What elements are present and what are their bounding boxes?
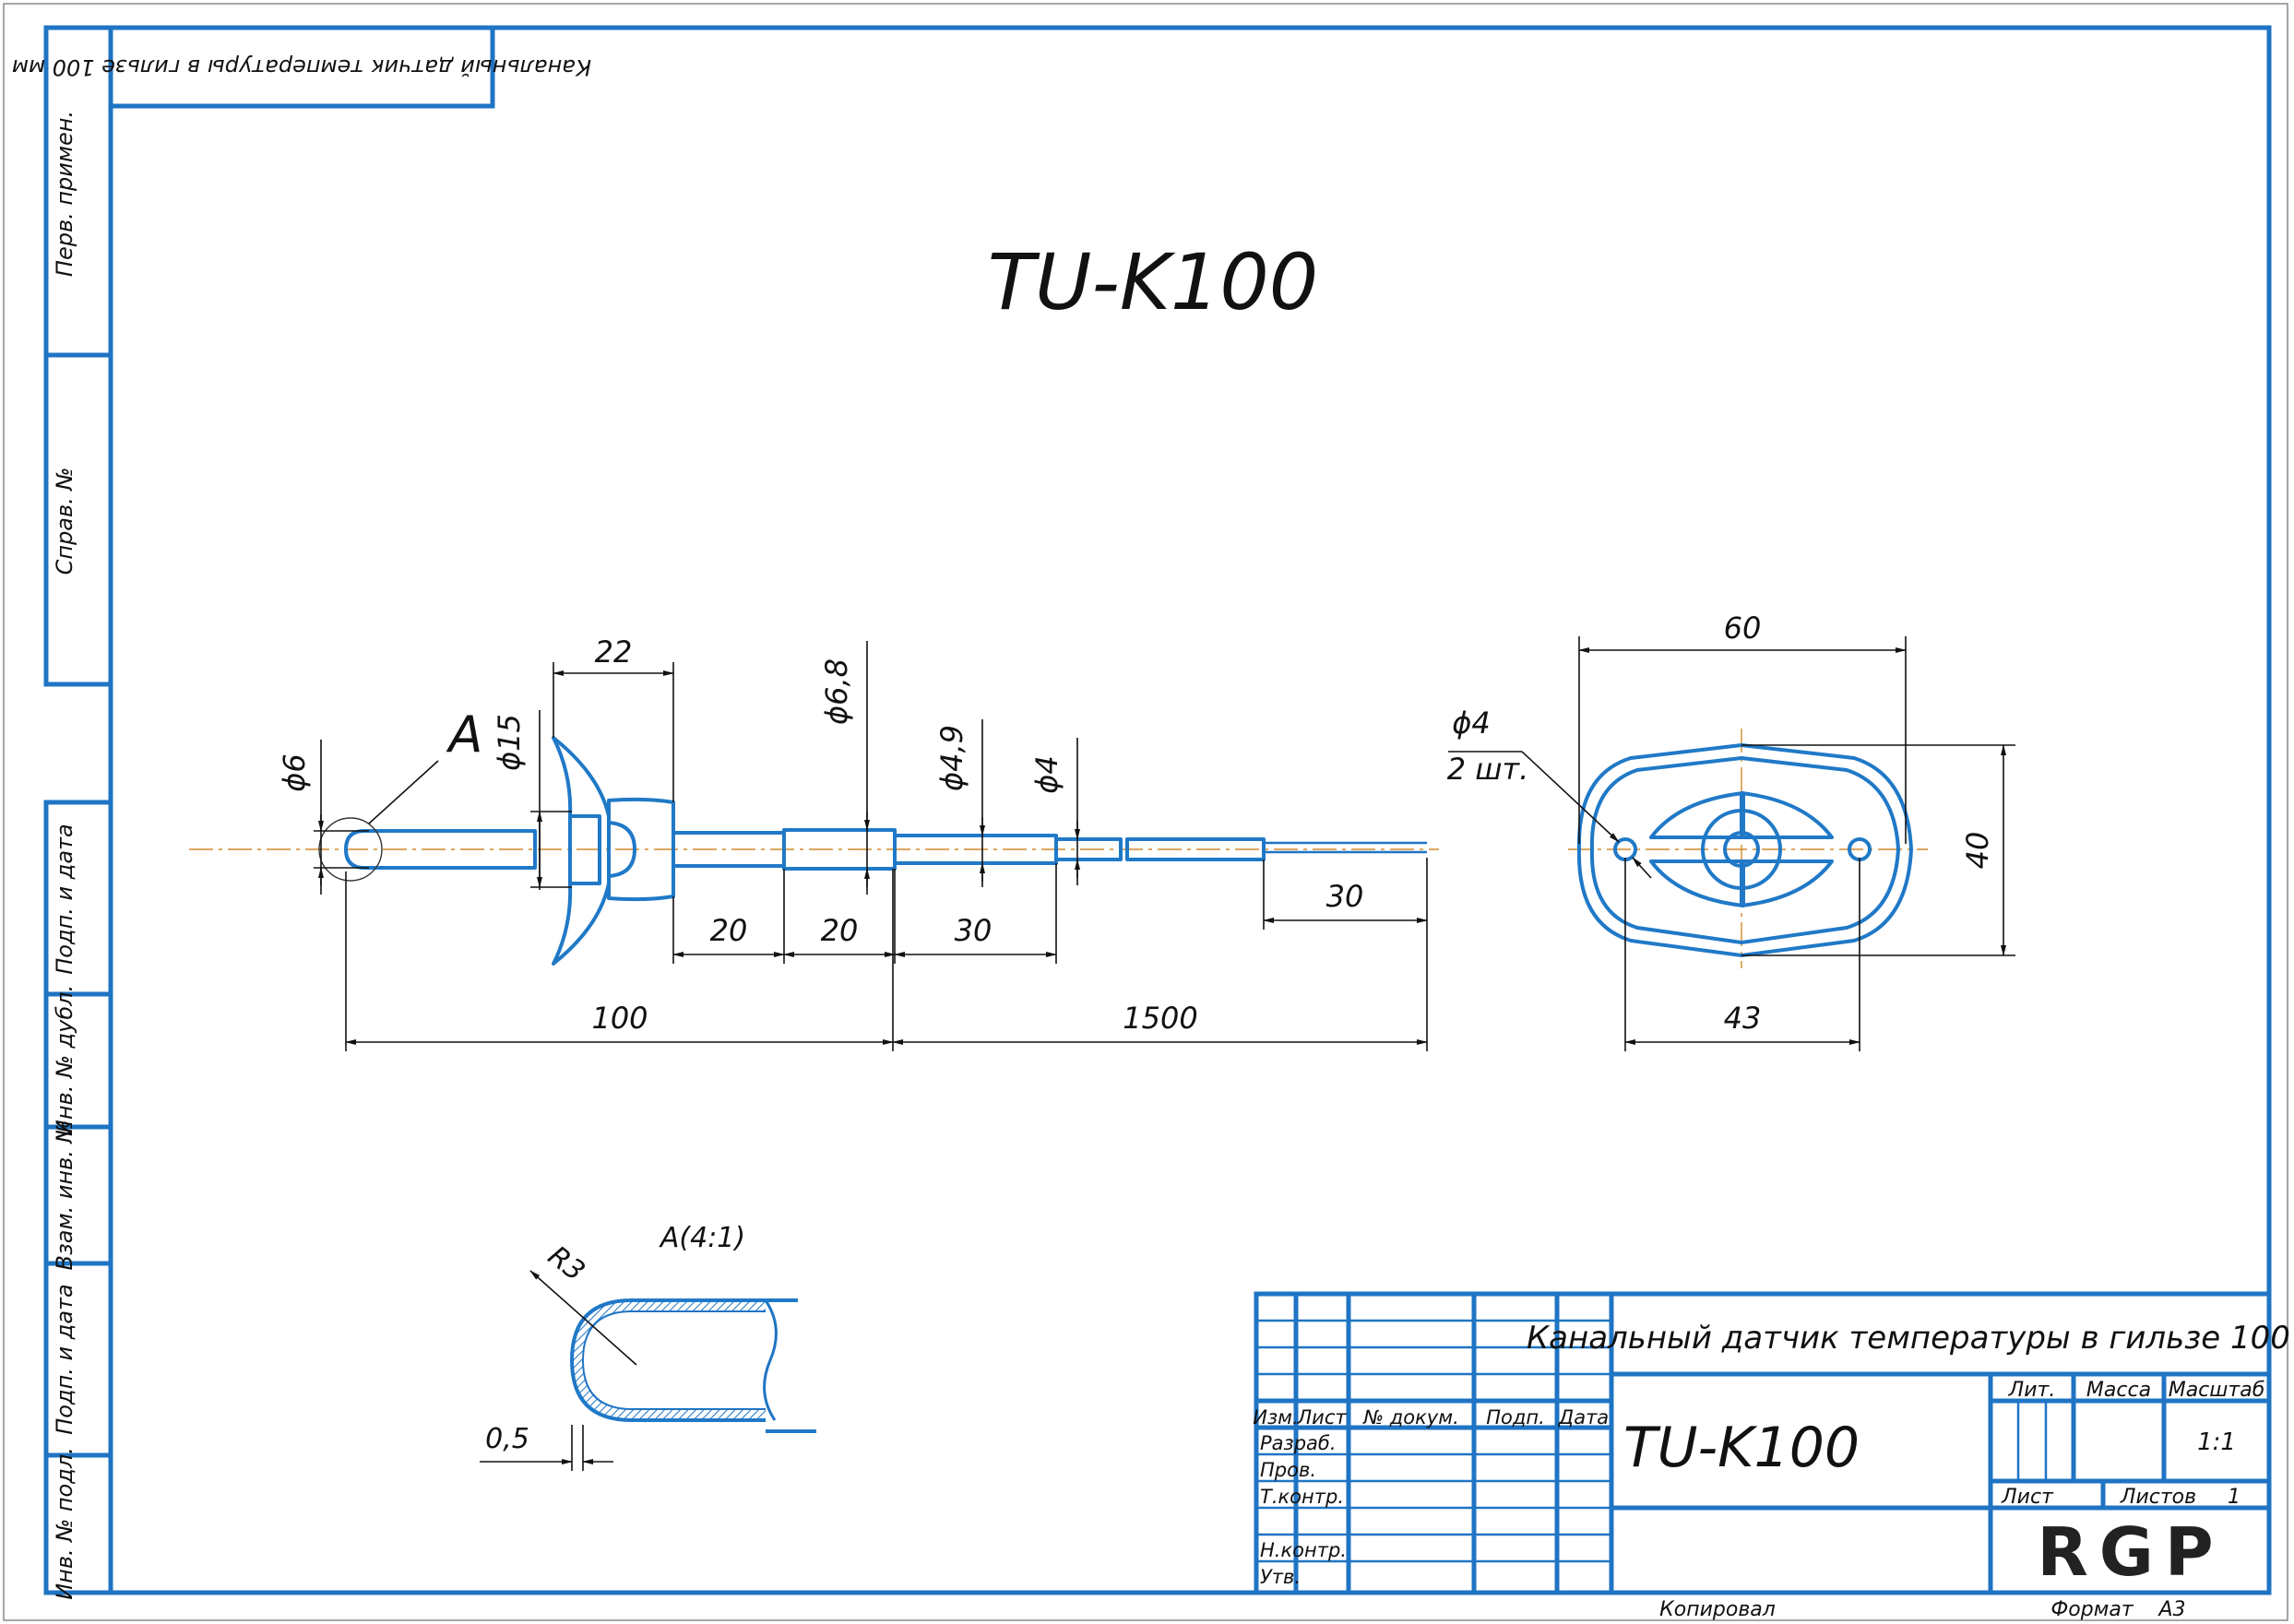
dim-phi6: ϕ6 xyxy=(277,753,312,791)
tb-role-razrab: Разраб. xyxy=(1260,1432,1337,1454)
dim-40: 40 xyxy=(1960,832,1995,870)
tb-role-prov: Пров. xyxy=(1260,1459,1316,1481)
left-side-strip: Перв. примен. Справ. № Подп. и дата Инв.… xyxy=(43,25,113,1600)
tb-header-data: Дата xyxy=(1558,1406,1609,1428)
dim-43: 43 xyxy=(1724,1001,1762,1036)
tb-header-izm: Изм. xyxy=(1253,1406,1298,1428)
dim-20-a: 20 xyxy=(710,913,748,948)
side-label-vzam-inv: Взам. инв. № xyxy=(52,1120,77,1271)
tb-header-massa: Масса xyxy=(2086,1379,2151,1402)
flange-outline-inner xyxy=(1589,756,1900,944)
tb-role-nkontr: Н.контр. xyxy=(1260,1539,1347,1561)
detail-radius-label: R3 xyxy=(541,1239,590,1287)
dim-hole-count: 2 шт. xyxy=(1447,752,1529,787)
shaft-segment-4 xyxy=(1054,837,1123,861)
dim-22: 22 xyxy=(595,634,633,670)
detail-title: A(4:1) xyxy=(659,1222,745,1254)
dim-1500: 1500 xyxy=(1123,1001,1197,1036)
footer-format-label: Формат xyxy=(2050,1598,2134,1621)
dim-phi4-9: ϕ4,9 xyxy=(934,725,969,791)
detail-a-circle xyxy=(318,817,383,882)
detail-inner-wall xyxy=(581,1310,766,1410)
tb-header-list: Лист xyxy=(1296,1406,1347,1428)
tb-header-masshtab: Масштаб xyxy=(2169,1379,2265,1402)
side-label-inv-podl: Инв. № подл. xyxy=(52,1447,77,1600)
mirrored-stamp-box: Канальный датчик температуры в гильзе 10… xyxy=(12,25,591,109)
flange-center-boss xyxy=(1701,809,1782,890)
tb-sheets-label: Листов xyxy=(2120,1486,2196,1509)
tb-header-doc: № докум. xyxy=(1362,1406,1459,1428)
detail-section-hatch xyxy=(572,1300,766,1420)
dim-20-b: 20 xyxy=(821,913,859,948)
tb-product-name: Канальный датчик температуры в гильзе 10… xyxy=(1527,1320,2294,1357)
dim-phi4-front: ϕ4 xyxy=(1029,755,1064,793)
tb-role-utv: Утв. xyxy=(1260,1566,1301,1588)
flange-lower-window xyxy=(1649,859,1834,907)
tb-sheet-label: Лист xyxy=(2001,1486,2054,1509)
detail-outer-wall xyxy=(570,1298,798,1422)
detail-break-line xyxy=(763,1299,778,1421)
footer-format-value: А3 xyxy=(2157,1598,2185,1621)
tb-header-lit: Лит. xyxy=(2008,1379,2056,1402)
tb-sheets-count: 1 xyxy=(2228,1486,2241,1509)
detail-a-marker: A xyxy=(446,705,483,764)
dim-60: 60 xyxy=(1724,610,1762,646)
side-label-podp-data-2: Подп. и дата xyxy=(52,1284,77,1435)
side-label-inv-dubl: Инв. № дубл. xyxy=(52,985,77,1136)
flange-cup xyxy=(552,736,611,966)
dim-30-a: 30 xyxy=(955,913,992,948)
tb-designation: TU-K100 xyxy=(1623,1416,1860,1480)
mirrored-stamp-text: Канальный датчик температуры в гильзе 10… xyxy=(12,54,591,80)
flange-upper-window xyxy=(1649,791,1834,839)
side-label-sprav: Справ. № xyxy=(52,468,77,575)
dim-phi6-8: ϕ6,8 xyxy=(819,658,854,725)
front-view: A ϕ6 ϕ15 22 ϕ6,8 ϕ4,9 ϕ4 xyxy=(189,634,1439,1051)
detail-view-a: A(4:1) R3 0,5 xyxy=(480,1222,816,1471)
tb-scale: 1:1 xyxy=(2197,1428,2236,1456)
cable xyxy=(1125,837,1266,861)
dim-100: 100 xyxy=(591,1001,648,1036)
tb-role-tkontr: Т.контр. xyxy=(1260,1486,1344,1508)
flange-center-hole xyxy=(1723,831,1760,868)
detail-wall-label: 0,5 xyxy=(485,1423,529,1455)
shaft-segment-1 xyxy=(672,831,786,868)
tb-header-podp: Подп. xyxy=(1486,1406,1545,1428)
dim-hole-phi4: ϕ4 xyxy=(1452,705,1490,741)
drawing-title: TU-K100 xyxy=(988,237,1319,327)
dim-30-b: 30 xyxy=(1326,879,1364,914)
side-label-perv-primen: Перв. примен. xyxy=(52,111,77,277)
outer-trim-border xyxy=(3,3,2288,1621)
dim-phi15: ϕ15 xyxy=(492,714,527,771)
footer-copied: Копировал xyxy=(1659,1598,1776,1621)
flange-view: 60 40 43 ϕ4 2 шт. xyxy=(1447,610,2015,1051)
side-label-podp-data-1: Подп. и дата xyxy=(52,824,77,975)
title-block: Изм. Лист № докум. Подп. Дата Разраб. Пр… xyxy=(1253,1291,2294,1595)
tb-logo-rgp: RGP xyxy=(2037,1513,2224,1591)
